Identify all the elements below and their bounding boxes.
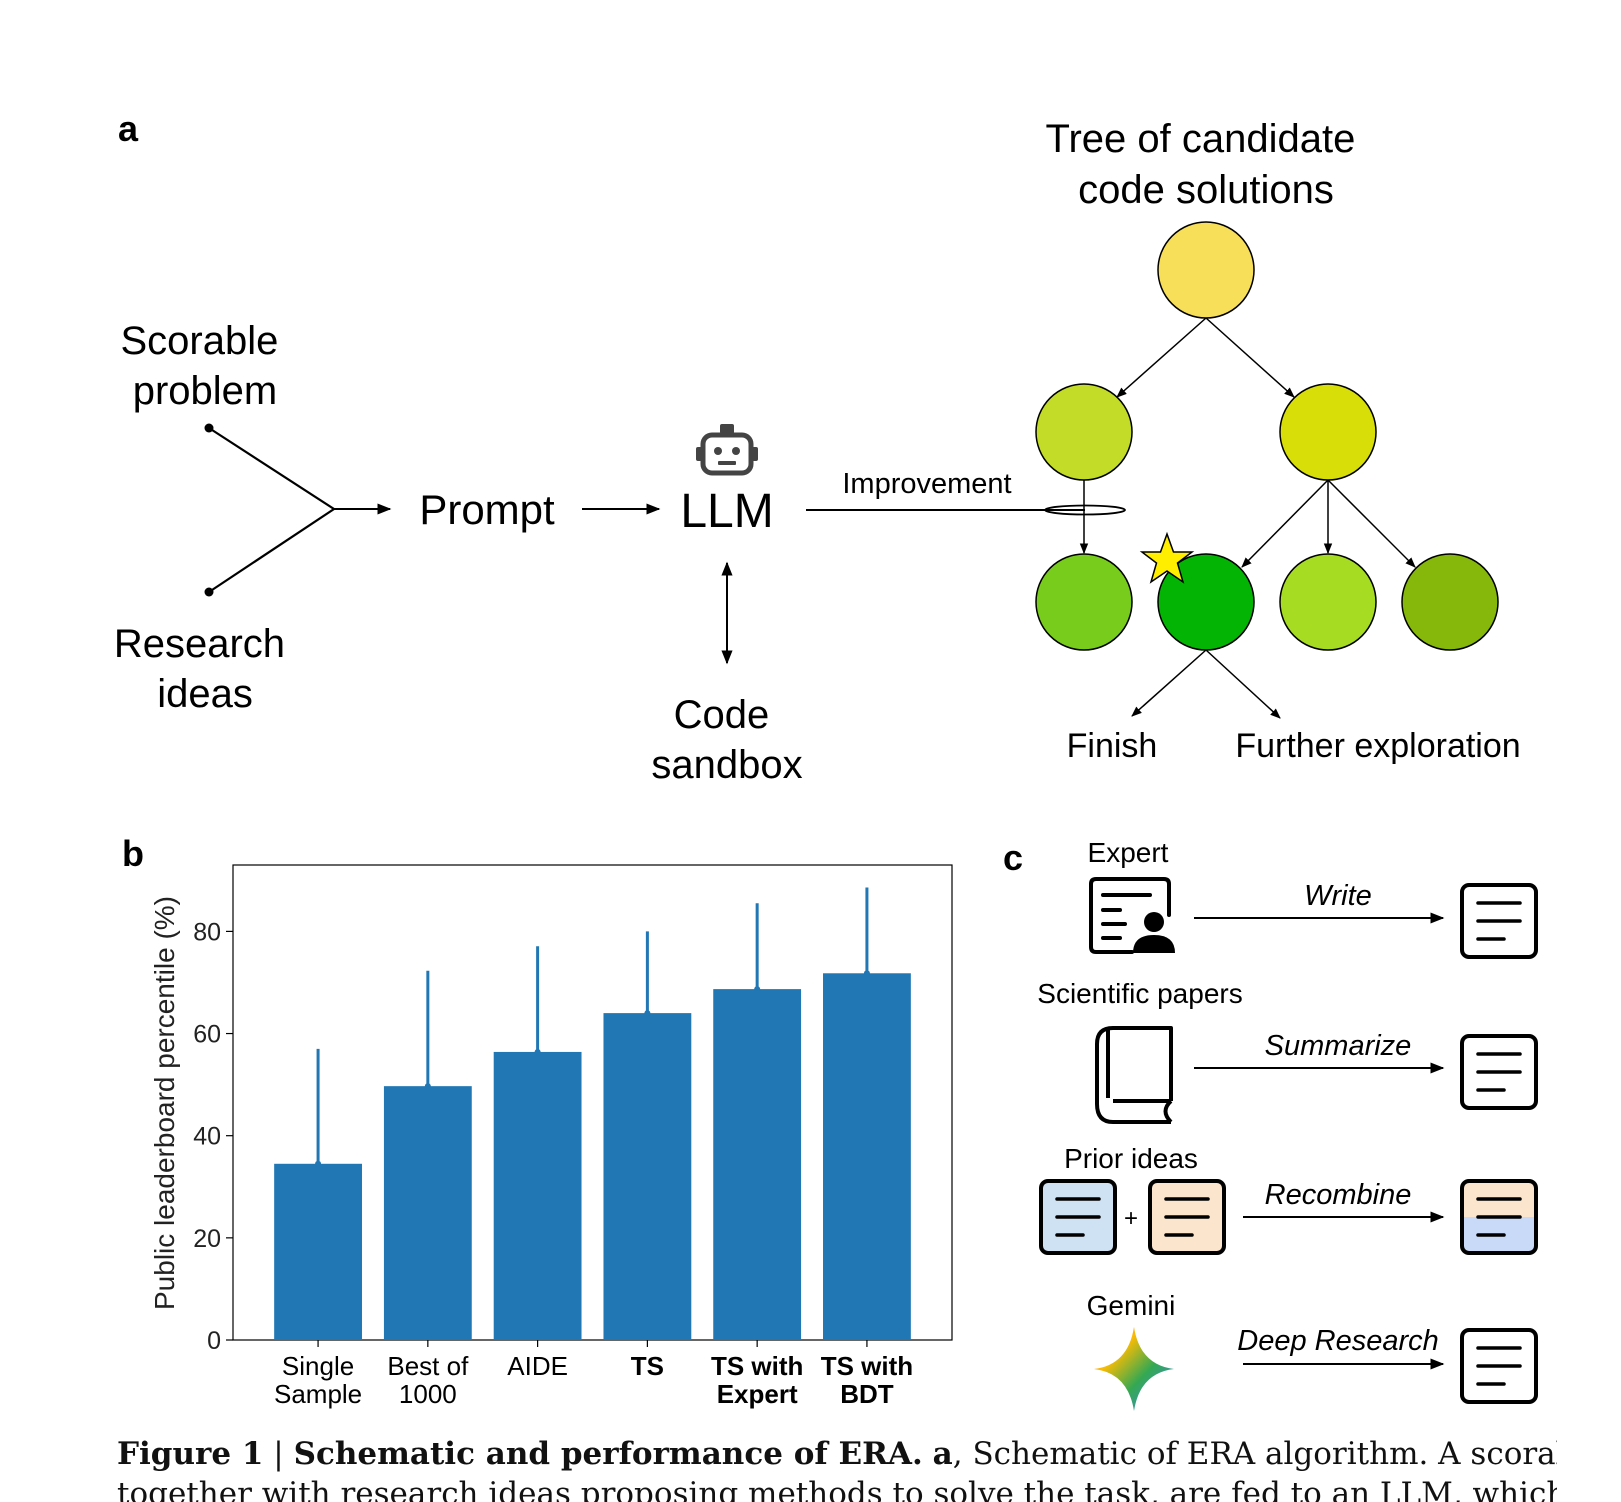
research-ideas-label: Research ideas [114,622,296,716]
action-recombine-label: Recombine [1265,1179,1412,1211]
chart-ylabel: Public leaderboard percentile (%) [149,896,180,1310]
x-tick-label: Single [282,1351,354,1381]
source-expert-label: Expert [1088,837,1169,868]
chart-y-axis: 0 20 40 60 80 [193,918,233,1355]
y-tick-label: 80 [193,918,221,946]
tree-node-mid-right [1279,383,1377,481]
x-tick-label: 1000 [399,1379,457,1409]
merge-lines [208,427,337,593]
panel-c-label: c [1003,837,1023,878]
error-bar-cap [424,1083,431,1090]
tree-node-leaf-1 [1035,553,1133,651]
y-tick-label: 60 [193,1021,221,1049]
output-doc-icon-4 [1460,1328,1538,1404]
code-sandbox-label: Code sandbox [651,693,802,787]
star-icon [1139,531,1195,584]
panel-a-label: a [118,108,139,149]
chart-bars [274,887,911,1340]
caption-title: Schematic and performance of ERA. [293,1436,923,1472]
tree-node-root [1157,221,1255,319]
tree-node-leaf-4 [1401,553,1499,651]
tree-edges [1079,317,1416,719]
bar [603,1013,692,1340]
error-bar-cap [315,1160,322,1167]
action-summarize-label: Summarize [1265,1030,1412,1062]
x-tick-label: AIDE [507,1351,568,1381]
y-tick-label: 40 [193,1123,221,1151]
error-bar-cap [863,970,870,977]
caption-line-1-text: , Schematic of ERA algorithm. A scorable… [952,1436,1557,1472]
error-bar-cap [754,986,761,993]
x-tick-label: Best of [387,1351,469,1381]
tree-title: Tree of candidate code solutions [1046,117,1367,212]
y-tick-label: 20 [193,1225,221,1253]
bar [713,989,802,1340]
tree-node-leaf-3 [1279,553,1377,651]
bar [493,1051,582,1340]
bar [823,973,911,1340]
x-tick-label: TS with [711,1351,803,1381]
blue-doc-icon [1039,1179,1117,1255]
book-icon [1095,1026,1173,1124]
y-tick-label: 0 [207,1327,221,1355]
scorable-problem-label: Scorable problem [121,319,290,413]
x-tick-label: Expert [717,1379,798,1409]
improvement-ring [1044,504,1126,516]
figure-caption: Figure 1 | Schematic and performance of … [117,1434,1557,1502]
robot-icon [696,424,758,476]
x-tick-label: BDT [840,1379,894,1409]
x-tick-label: TS [631,1351,664,1381]
caption-line-2: together with research ideas proposing m… [117,1476,1557,1502]
action-deep-research-label: Deep Research [1237,1325,1439,1357]
panel-b: b Public leaderboard percentile (%) 0 20 4… [122,833,953,1409]
output-doc-icon-1 [1460,883,1538,959]
further-exploration-label: Further exploration [1235,727,1520,765]
output-doc-icon-2 [1460,1034,1538,1110]
panel-a: a Scorable problem Research ideas Prompt… [114,108,1521,787]
panel-c: c Expert Write Scientific papers [1003,837,1538,1411]
caption-separator: | [263,1436,294,1472]
improvement-label: Improvement [842,468,1011,500]
bar [383,1086,472,1340]
orange-doc-icon [1148,1179,1226,1255]
recombined-doc-icon [1460,1179,1538,1255]
caption-panel-a-ref: a [932,1436,953,1472]
tree-node-mid-left [1035,383,1133,481]
x-tick-label: Sample [274,1379,362,1409]
chart-frame [232,864,953,1341]
error-bar-cap [534,1048,541,1055]
finish-label: Finish [1067,727,1158,765]
x-tick-label: TS with [821,1351,913,1381]
source-gemini-label: Gemini [1087,1290,1176,1321]
llm-label: LLM [680,485,773,538]
caption-figure-number: Figure 1 [117,1436,264,1472]
expert-resume-icon [1089,877,1171,954]
plus-sign: + [1124,1205,1138,1232]
prompt-label: Prompt [419,486,555,533]
person-icon [1133,912,1175,953]
panel-b-label: b [122,833,144,874]
gemini-sparkle-icon [1094,1327,1174,1411]
source-papers-label: Scientific papers [1037,978,1242,1009]
action-write-label: Write [1304,880,1372,912]
source-prior-ideas-label: Prior ideas [1064,1143,1198,1174]
error-bar-cap [644,1010,651,1017]
caption-line-1: Figure 1 | Schematic and performance of … [117,1434,1557,1474]
bar [274,1163,362,1340]
